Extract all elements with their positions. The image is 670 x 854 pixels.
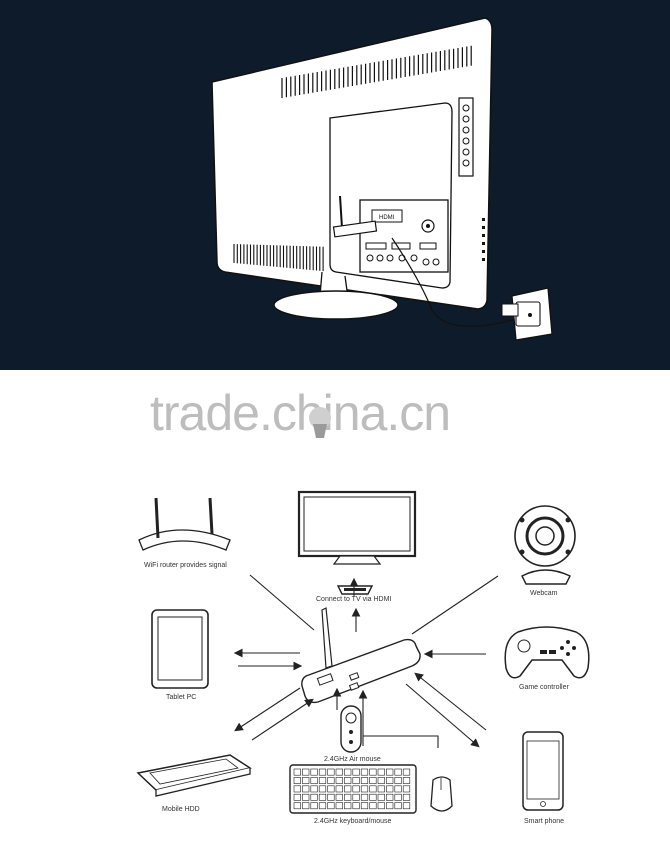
router-label: WiFi router provides signal — [144, 562, 227, 569]
power-cable — [391, 237, 521, 327]
webcam-link-line — [411, 575, 499, 635]
tv-back-illustration: HDMI — [211, 17, 553, 341]
vent-grille-top — [281, 45, 472, 98]
router-device — [138, 497, 231, 551]
connectivity-diagram-panel: trade.china.cn — [0, 370, 670, 854]
arrow-to-hdd — [234, 687, 301, 732]
router-link-line — [249, 574, 315, 631]
mobile-hdd-label: Mobile HDD — [162, 806, 200, 813]
tv-stick-in-tv — [332, 195, 378, 238]
tv-stand-base — [273, 290, 399, 320]
smartphone-device — [522, 731, 564, 811]
arrow-from-hdd — [251, 698, 314, 741]
webcam-label: Webcam — [530, 590, 558, 597]
connectivity-diagram — [136, 407, 590, 814]
tablet-device — [151, 609, 209, 689]
hdmi-port-label: HDMI — [379, 215, 395, 221]
keyboard-mouse-bracket — [362, 735, 439, 748]
hdmi-port — [371, 209, 403, 223]
arrow-to-phone — [405, 683, 480, 748]
av-ports — [365, 242, 440, 266]
tv-back-illustration-panel: HDMI — [0, 0, 670, 370]
keyboard-keys — [293, 768, 411, 810]
side-buttons — [462, 104, 470, 167]
game-controller-label: Game controller — [519, 684, 569, 691]
air-mouse-device — [340, 705, 362, 753]
keyboard-device — [289, 764, 417, 814]
hdmi-connector-icon — [336, 585, 374, 595]
tv-label: Connect to TV via HDMI — [316, 596, 392, 603]
side-buttons-panel — [458, 97, 474, 177]
watermark-text: trade.china.cn — [150, 385, 451, 441]
side-ports — [482, 218, 485, 261]
arrow-from-phone — [414, 672, 487, 731]
webcam-device — [514, 505, 576, 585]
tv-device — [297, 490, 417, 565]
smartphone-label: Smart phone — [524, 818, 565, 825]
mobile-hdd-device — [136, 754, 252, 797]
connection-arrows — [233, 574, 499, 748]
wall-socket — [501, 287, 553, 341]
keyboard-label: 2.4GHz keyboard/mouse — [314, 818, 392, 825]
watermark-bulb-icon — [309, 407, 331, 438]
game-controller-device — [504, 626, 590, 679]
vent-grille-bottom — [233, 244, 324, 272]
tv-stick-center — [301, 607, 421, 704]
mouse-device — [430, 776, 453, 812]
air-mouse-label: 2.4GHz Air mouse — [324, 756, 381, 763]
tablet-label: Tablet PC — [166, 694, 197, 701]
